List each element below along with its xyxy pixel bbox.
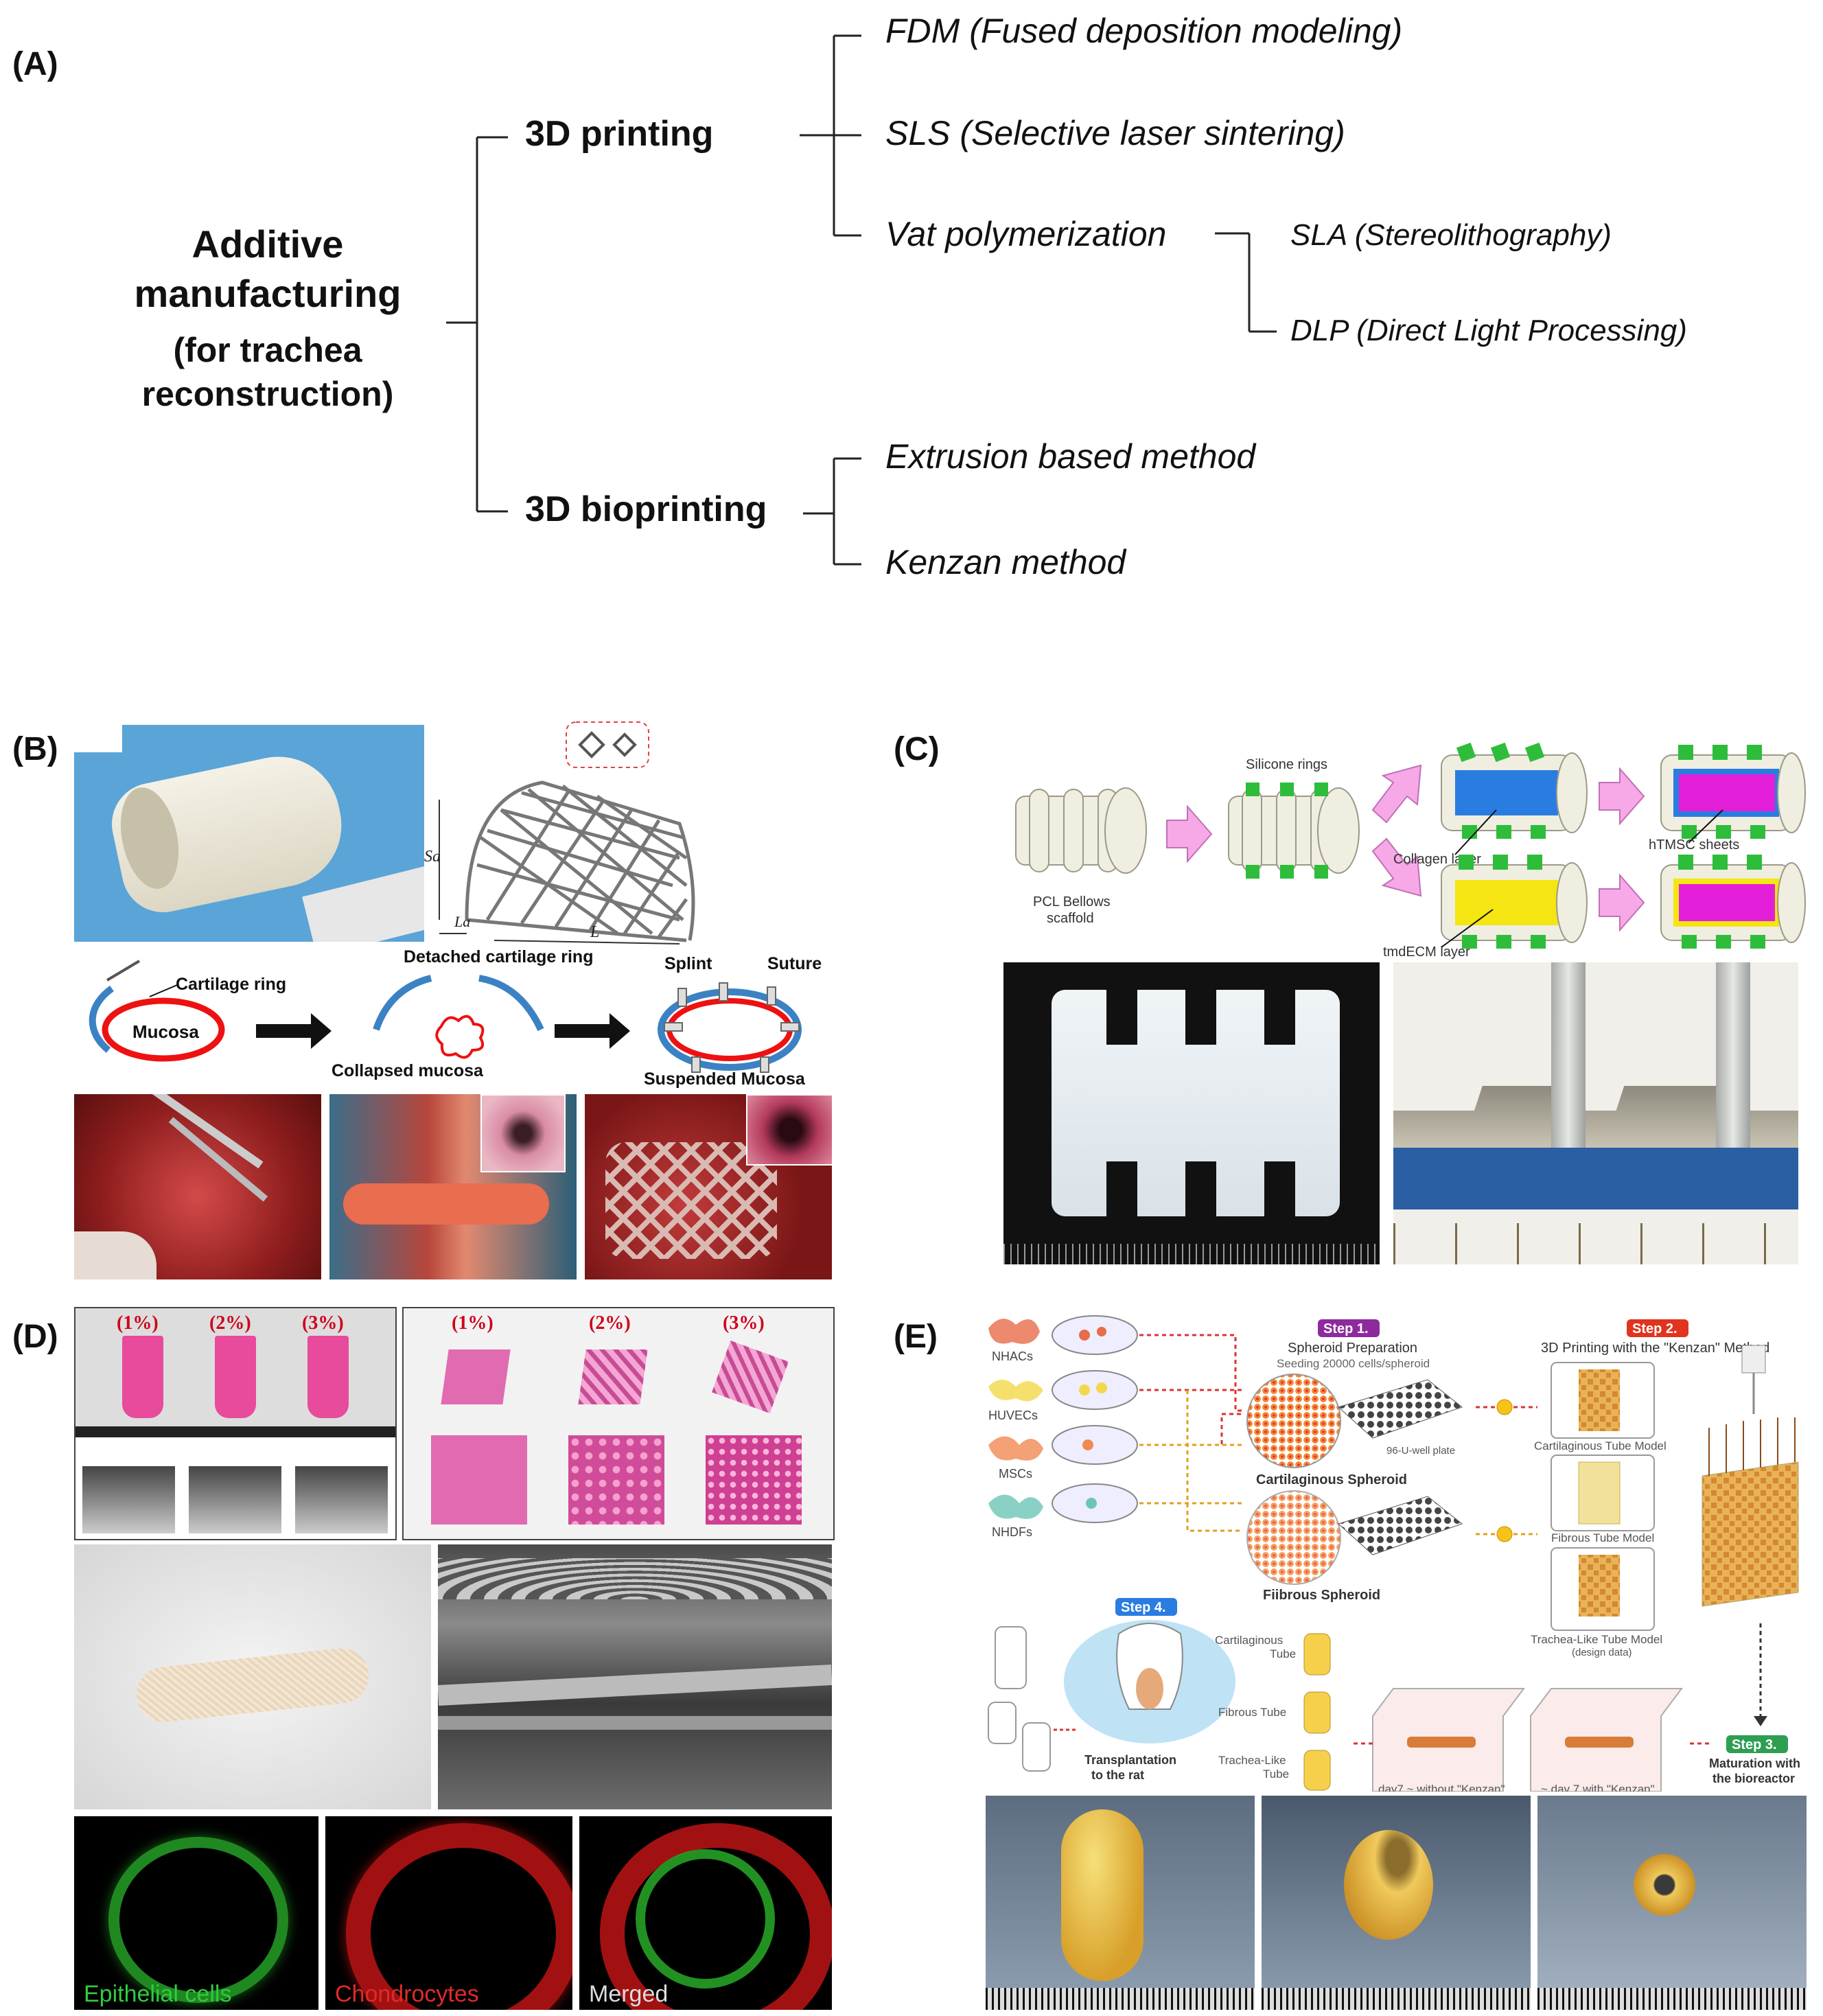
b-detached-label: Detached cartilage ring: [404, 947, 593, 966]
root-line4: reconstruction): [141, 375, 394, 413]
e-fib-spheroid: Fiibrous Spheroid: [1263, 1588, 1380, 1603]
e-step2-title: 3D Printing with the "Kenzan" Method: [1541, 1341, 1769, 1356]
b-procedure-schematic: Mucosa Cartilage ring Detached cartilage…: [89, 947, 822, 1089]
b-scaffold-photo: [74, 725, 424, 942]
b-suture-label: Suture: [767, 954, 822, 973]
c-pcl-line1: PCL Bellows: [1033, 894, 1111, 909]
d-pct-3b: (3%): [723, 1312, 765, 1334]
leaf-sla: SLA (Stereolithography): [1290, 218, 1612, 252]
c-tmdecm-label: tmdECM layer: [1383, 945, 1470, 960]
b-surgery-photo-1: [74, 1094, 321, 1279]
e-nhacs-label: NHACs: [992, 1349, 1033, 1363]
e-without-label: day7 ~ without "Kenzan": [1378, 1783, 1505, 1792]
d-pct-2b: (2%): [589, 1312, 631, 1334]
d-patches-box: (1%) (2%) (3%): [402, 1307, 835, 1540]
b-surgery-photo-3: [585, 1094, 832, 1279]
b-splint-label: Splint: [664, 954, 712, 973]
b-scaffold-schematic: Sa La L: [424, 721, 695, 945]
root-line1: Additive: [191, 222, 344, 266]
leaf-sls: SLS (Selective laser sintering): [885, 114, 1345, 152]
c-process-diagram: PCL Bellows scaffold Silicone rings Coll…: [1015, 742, 1806, 960]
b-la-label: La: [454, 913, 470, 930]
c-section-photo: [1393, 962, 1798, 1264]
c-htmsc-label: hTMSC sheets: [1649, 837, 1739, 853]
e-fib-tube: Fibrous Tube: [1218, 1706, 1286, 1719]
c-bellows-photo: [1003, 962, 1380, 1264]
panel-a-label: (A): [12, 46, 58, 82]
root-line3: (for trachea: [173, 331, 362, 369]
e-mscs-label: MSCs: [999, 1467, 1032, 1481]
d-chondrocytes-label: Chondrocytes: [335, 1981, 479, 2007]
e-step3-line2: the bioreactor: [1712, 1772, 1795, 1785]
leaf-extrusion: Extrusion based method: [885, 437, 1256, 476]
b-collapsed-label: Collapsed mucosa: [332, 1061, 484, 1080]
leaf-vat: Vat polymerization: [885, 215, 1167, 253]
d-fluo-epithelial: Epithelial cells: [74, 1816, 318, 2010]
node-3d-bioprinting: 3D bioprinting: [525, 489, 767, 529]
panel-d-label: (D): [12, 1319, 58, 1355]
tree-root-sub: (for trachea reconstruction): [96, 328, 439, 416]
c-silicone-label: Silicone rings: [1246, 757, 1327, 772]
c-pcl-line2: scaffold: [1047, 911, 1094, 926]
panel-b-label: (B): [12, 731, 58, 767]
b-sa-label: Sa: [424, 848, 441, 866]
e-step1-title: Spheroid Preparation: [1288, 1341, 1417, 1356]
e-trachea-tube-line2: Tube: [1263, 1768, 1289, 1781]
e-tube-photo-1: [986, 1796, 1255, 2010]
e-huvecs-label: HUVECs: [988, 1409, 1038, 1422]
d-tube-photo: [74, 1544, 431, 1809]
b-l-label: L: [590, 923, 599, 941]
e-transplant-line1: Transplantation: [1084, 1753, 1176, 1767]
root-line2: manufacturing: [134, 272, 402, 315]
panel-e-label: (E): [894, 1319, 938, 1355]
d-fluo-merged: Merged: [579, 1816, 832, 2010]
e-plate-label: 96-U-well plate: [1386, 1445, 1455, 1457]
e-trachea-tube-line1: Trachea-Like: [1218, 1754, 1286, 1767]
e-trachea-model-line1: Trachea-Like Tube Model: [1531, 1633, 1662, 1646]
e-tube-photo-2: [1262, 1796, 1531, 2010]
e-kenzan-diagram: NHACs HUVECs MSCs NHDFs Step 1. Spheroid…: [988, 1315, 1800, 1792]
leaf-kenzan: Kenzan method: [885, 543, 1126, 581]
b-cartilage-ring-label: Cartilage ring: [176, 975, 286, 994]
d-epithelial-label: Epithelial cells: [84, 1981, 232, 2007]
e-fib-tube-model: Fibrous Tube Model: [1551, 1531, 1654, 1544]
e-tube-photo-3: [1537, 1796, 1807, 2010]
e-with-label: ~ day 7 with "Kenzan": [1541, 1783, 1655, 1792]
e-step1-sub: Seeding 20000 cells/spheroid: [1277, 1357, 1430, 1370]
e-step3: Step 3.: [1732, 1737, 1777, 1752]
panel-c-label: (C): [894, 731, 940, 767]
d-fluo-chondrocytes: Chondrocytes: [325, 1816, 572, 2010]
tree-root: Additive manufacturing: [96, 220, 439, 318]
e-trachea-model-line2: (design data): [1572, 1647, 1632, 1658]
d-pct-1: (1%): [117, 1312, 159, 1334]
d-pct-3: (3%): [302, 1312, 344, 1334]
e-step3-line1: Maturation with: [1709, 1757, 1800, 1770]
e-cart-tube-line2: Tube: [1270, 1647, 1296, 1660]
e-step1: Step 1.: [1323, 1321, 1369, 1336]
d-pct-2: (2%): [209, 1312, 251, 1334]
d-tubes-box: (1%) (2%) (3%): [74, 1307, 397, 1540]
e-nhdfs-label: NHDFs: [992, 1525, 1032, 1539]
b-surgery-photo-2: [329, 1094, 577, 1279]
e-transplant-line2: to the rat: [1091, 1768, 1144, 1782]
e-cart-tube-model: Cartilaginous Tube Model: [1534, 1439, 1667, 1452]
e-cart-tube-line1: Cartilaginous: [1215, 1634, 1283, 1647]
b-mucosa-label: Mucosa: [132, 1021, 199, 1042]
e-cart-spheroid: Cartilaginous Spheroid: [1256, 1472, 1407, 1487]
e-step2: Step 2.: [1632, 1321, 1677, 1336]
node-3d-printing: 3D printing: [525, 114, 714, 154]
leaf-fdm: FDM (Fused deposition modeling): [885, 12, 1403, 50]
d-sem-photo: [438, 1544, 832, 1809]
e-step4: Step 4.: [1121, 1600, 1166, 1615]
d-merged-label: Merged: [589, 1981, 669, 2007]
leaf-dlp: DLP (Direct Light Processing): [1290, 314, 1687, 347]
d-pct-1b: (1%): [452, 1312, 494, 1334]
tree-lines: [446, 34, 1277, 566]
b-suspended-label: Suspended Mucosa: [644, 1069, 806, 1089]
